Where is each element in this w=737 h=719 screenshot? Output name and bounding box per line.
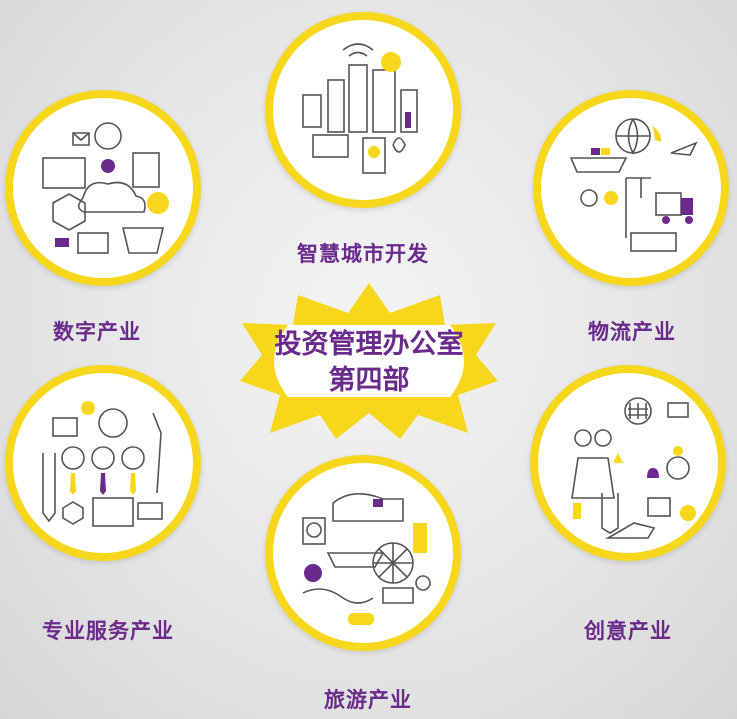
starburst-shape (240, 283, 498, 439)
creative-industry-illustration (530, 365, 726, 561)
digital-industry-illustration (5, 90, 201, 286)
center-badge: 投资管理办公室 第四部 (240, 283, 498, 439)
tourism-landmarks-icon (302, 493, 431, 625)
center-title-line1: 投资管理办公室 (274, 329, 464, 360)
smart-city-label: 智慧城市开发 (297, 242, 429, 266)
center-title-line2: 第四部 (328, 365, 410, 396)
logistics-industry-label: 物流产业 (588, 320, 676, 344)
digital-industry-label: 数字产业 (53, 320, 141, 344)
creative-goods-icon (571, 397, 696, 539)
creative-industry-label: 创意产业 (584, 619, 672, 643)
digital-devices-icon (42, 122, 169, 254)
tourism-illustration (265, 455, 461, 651)
smart-city-illustration (265, 12, 461, 208)
center-title: 投资管理办公室 第四部 (240, 327, 498, 399)
professional-services-illustration (5, 365, 201, 561)
logistics-globe-ship-icon (569, 118, 698, 252)
city-skyline-icon (302, 43, 418, 174)
professional-services-label: 专业服务产业 (42, 619, 174, 643)
tourism-industry-label: 旅游产业 (324, 688, 412, 712)
professional-team-icon (42, 401, 163, 527)
logistics-illustration (533, 90, 729, 286)
